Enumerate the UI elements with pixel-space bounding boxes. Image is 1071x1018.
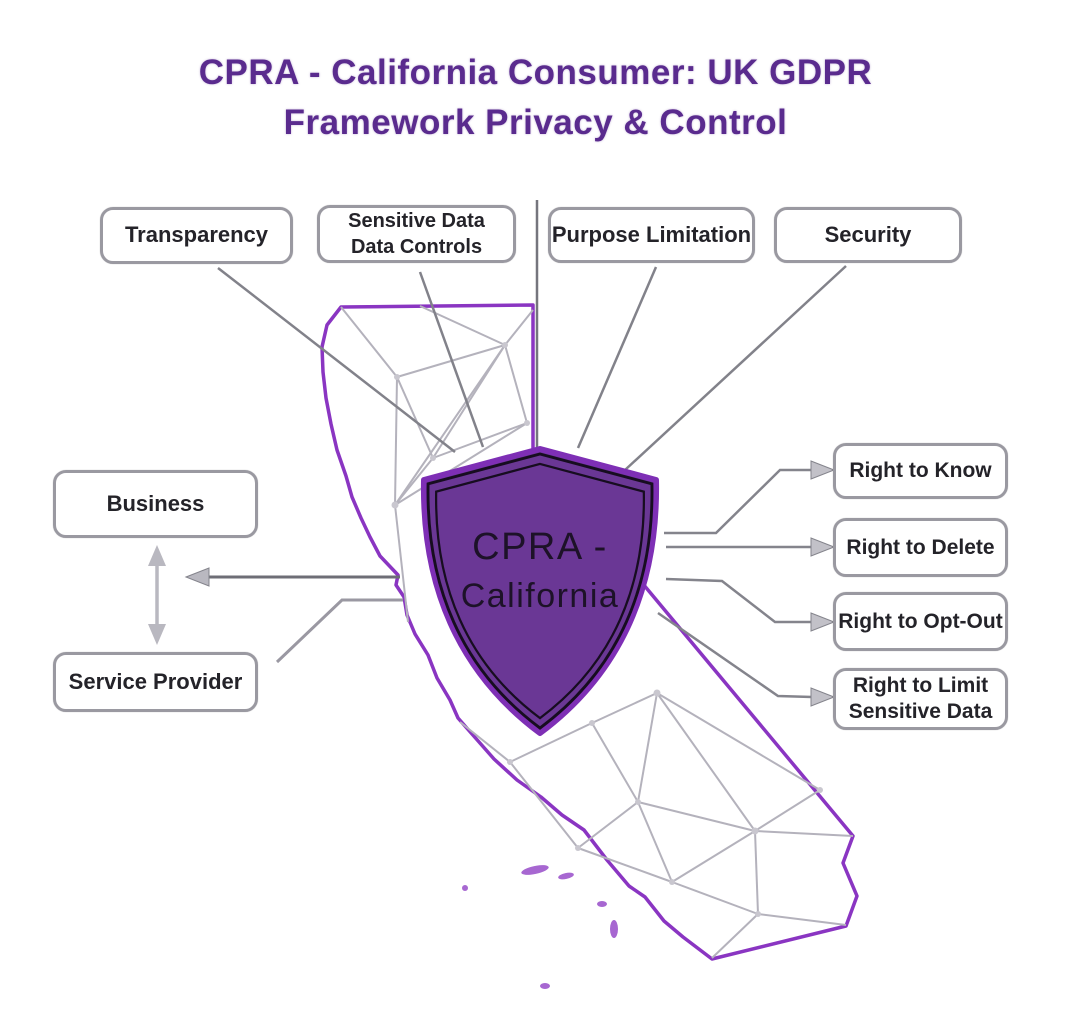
- california-outline: [320, 303, 859, 961]
- arrow-right-icon: [810, 612, 836, 632]
- california-map: [320, 303, 859, 989]
- arrow-up-icon: [148, 545, 166, 566]
- principle-box-purpose-limitation: Purpose Limitation: [548, 207, 755, 263]
- shield-label-line1: CPRA -: [472, 526, 608, 568]
- entity-label: Business: [106, 490, 205, 516]
- arrow-left-icon: [184, 567, 210, 587]
- shield-label: CPRA - California: [413, 526, 667, 616]
- connector-right-to-limit: [657, 611, 813, 699]
- entity-box-business: Business: [53, 470, 258, 538]
- principle-box-security: Security: [774, 207, 962, 263]
- rights-connectors: [657, 460, 836, 707]
- entity-box-service-provider: Service Provider: [53, 652, 258, 712]
- right-label-line1: Right to Limit: [852, 673, 989, 697]
- arrow-right-icon: [810, 687, 836, 707]
- arrow-down-icon: [148, 624, 166, 645]
- principle-label-line1: Sensitive Data: [348, 210, 485, 232]
- connector-security-shield: [624, 265, 847, 471]
- entity-connectors: [148, 545, 403, 664]
- arrow-right-icon: [810, 460, 836, 480]
- channel-islands: [462, 865, 618, 989]
- shield-body: [420, 446, 660, 736]
- connector-service-provider-shield: [275, 598, 403, 664]
- principle-box-transparency: Transparency: [100, 207, 293, 264]
- connector-transparency-shield: [217, 267, 456, 453]
- principle-box-sensitive-data-controls: Sensitive Data Data Controls: [317, 205, 516, 263]
- right-box-right-to-opt-out: Right to Opt-Out: [833, 592, 1008, 651]
- shield-label-line2: California: [460, 577, 620, 615]
- right-label: Right to Delete: [846, 535, 995, 559]
- right-label-line2: Sensitive Data: [848, 700, 993, 723]
- title-line-1: CPRA - California Consumer: UK GDPR: [198, 53, 873, 92]
- mesh-network: [340, 305, 854, 959]
- principle-label-line2: Data Controls: [350, 236, 483, 258]
- right-box-right-to-delete: Right to Delete: [833, 518, 1008, 577]
- right-box-right-to-know: Right to Know: [833, 443, 1008, 499]
- entity-label: Service Provider: [68, 668, 243, 694]
- right-box-right-to-limit-sensitive-data: Right to Limit Sensitive Data: [833, 668, 1008, 730]
- shield-inner-line-1: [426, 452, 654, 730]
- principle-label: Security: [824, 221, 912, 247]
- diagram-title: CPRA - California Consumer: UK GDPR Fram…: [0, 48, 1071, 148]
- connector-purpose-limitation-shield: [576, 266, 658, 449]
- mesh-nodes: [391, 342, 823, 917]
- connector-right-to-know: [664, 468, 812, 535]
- title-line-2: Framework Privacy & Control: [283, 103, 788, 143]
- right-label: Right to Opt-Out: [838, 609, 1003, 633]
- shield-icon: [420, 446, 660, 736]
- principle-connectors: [217, 200, 847, 471]
- shield-inner-line-2: [435, 462, 645, 720]
- arrow-right-icon: [810, 537, 836, 557]
- right-label: Right to Know: [849, 459, 992, 483]
- connector-sensitive-data-shield: [418, 271, 485, 448]
- connector-right-to-opt-out: [665, 577, 812, 624]
- principle-label: Purpose Limitation: [551, 221, 752, 247]
- principle-label: Transparency: [124, 222, 269, 248]
